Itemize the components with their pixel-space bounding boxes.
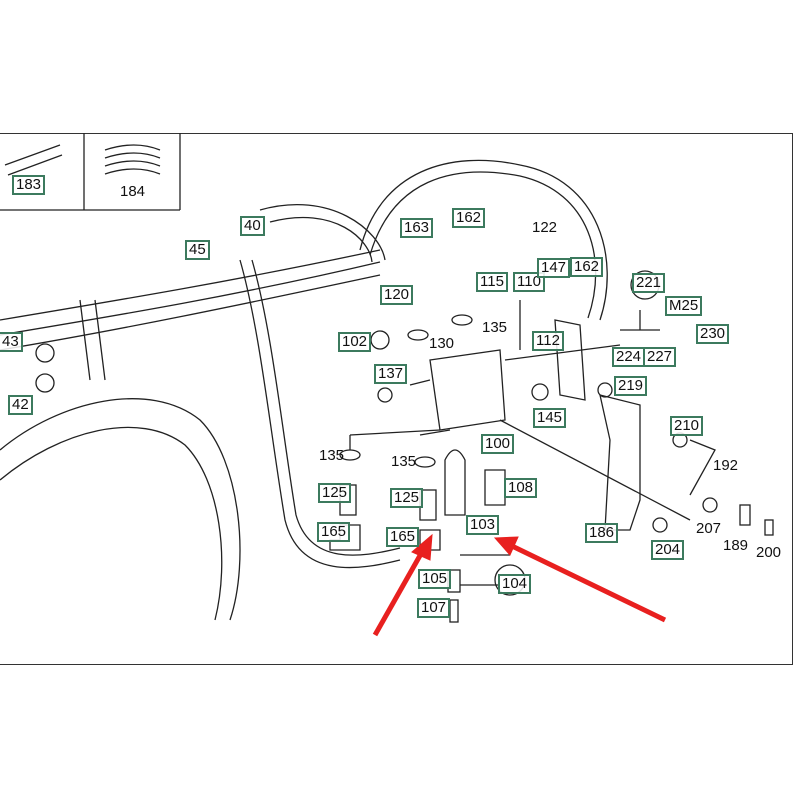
callout-207: 207 [696,520,722,537]
callout-107: 107 [417,598,451,618]
filter-103 [444,449,466,516]
callout-102: 102 [338,332,372,352]
valve-block [429,349,506,431]
callout-163: 163 [400,218,434,238]
callout-137: 137 [374,364,408,384]
callout-135b: 135 [319,447,345,464]
callout-125b: 125 [390,488,424,508]
callout-204: 204 [651,540,685,560]
callout-183: 183 [12,175,46,195]
callout-186: 186 [585,523,619,543]
callout-45: 45 [185,240,210,260]
callout-40: 40 [240,216,265,236]
callout-100: 100 [481,434,515,454]
callout-147: 147 [537,258,571,278]
callout-219: 219 [614,376,648,396]
callout-224: 224 [612,347,646,367]
hose-lower [239,259,401,569]
callout-103: 103 [466,515,500,535]
callout-192: 192 [713,457,739,474]
red-arrow-right [510,543,667,623]
callout-130: 130 [429,335,455,352]
callout-162b: 162 [570,257,604,277]
red-arrow-left [372,550,425,637]
callout-125: 125 [318,483,352,503]
callout-227: 227 [643,347,677,367]
callout-110: 110 [513,272,545,292]
transmission-outline [0,398,241,621]
hose-bundle [0,249,381,351]
callout-221: 221 [632,273,666,293]
callout-210: 210 [670,416,704,436]
callout-189: 189 [723,537,749,554]
bracket-186 [599,394,641,531]
red-arrows [372,533,667,637]
callout-43: 43 [0,332,23,352]
hose-183 [4,144,63,176]
spring-184 [104,144,161,175]
callout-165b: 165 [386,527,420,547]
callout-122: 122 [532,219,558,236]
callout-115: 115 [476,272,508,292]
callout-230: 230 [696,324,730,344]
diagram-frame [0,133,793,665]
callout-145: 145 [533,408,567,428]
callout-108: 108 [504,478,538,498]
callout-165: 165 [317,522,351,542]
callout-135c: 135 [391,453,417,470]
callout-200: 200 [756,544,782,561]
callout-M25: M25 [665,296,703,316]
callout-104: 104 [498,574,532,594]
callout-162: 162 [452,208,486,228]
callout-112: 112 [532,331,564,351]
gasket-112 [554,319,586,401]
callout-42: 42 [8,395,33,415]
callout-105: 105 [418,569,452,589]
filter-108 [484,469,506,506]
callout-120: 120 [380,285,414,305]
callout-135: 135 [482,319,508,336]
callout-184: 184 [120,183,146,200]
